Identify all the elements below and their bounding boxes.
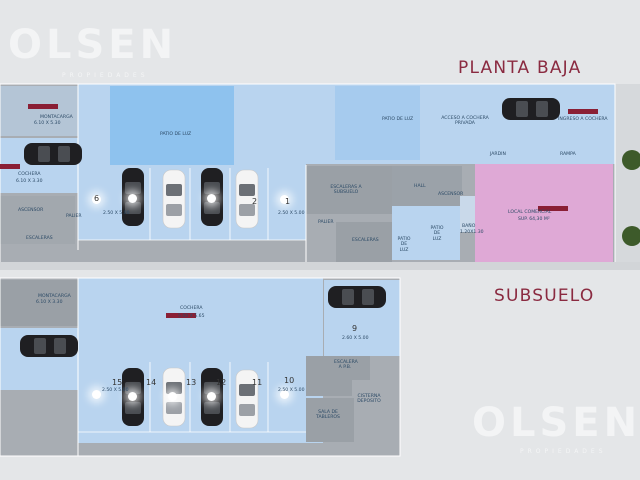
car-pb-right [502,98,560,120]
ss-spot-9: 9 [352,324,358,333]
pb-spot-6: 6 [94,194,100,203]
ss-spot-12: 12 [216,378,227,387]
ss-escalera: ESCALERA A P.B. [334,360,358,371]
pb-patio-luz-4: PATIO DE LUZ [430,226,444,242]
pb-patio-luz-3: PATIO DE LUZ [397,237,411,253]
tree-icon [622,150,640,170]
subsuelo-title: SUBSUELO [494,286,595,306]
planta-baja-title: PLANTA BAJA [458,58,582,78]
pb-palier-2: PALIER [318,220,334,225]
ss-cisterna: CISTERNA DEPOSITO [357,394,381,405]
ss-spot-15: 15 [112,378,123,387]
watermark-top-sub: PROPIEDADES [62,72,149,79]
light-spot [128,194,137,203]
light-spot [128,392,137,401]
pb-montacarga-dim: 6.10 X 5.30 [34,121,61,126]
pb-acceso: ACCESO A COCHERA PRIVADA [441,116,489,127]
ss-cochera-dim: 5.00 X 5.65 [178,314,205,319]
label-tag [568,109,598,114]
pb-patio-luz-1: PATIO DE LUZ [160,132,192,137]
light-spot [280,195,289,204]
ss-spot-15-dim: 2.50 X 5.00 [102,388,129,393]
pb-spot-2: 2 [252,197,258,206]
pb-palier-1: PALIER [66,214,82,219]
label-tag [0,164,20,169]
ss-spot-13: 13 [186,378,197,387]
pb-escaleras-1: ESCALERAS [26,236,53,241]
car-pb-left [24,143,82,165]
watermark-bottom: OLSEN [472,400,640,446]
pb-escaleras-sub: ESCALERAS A SUBSUELO [330,185,362,196]
car-pb-2 [162,169,186,229]
light-spot [92,390,101,399]
light-spot [207,194,216,203]
light-spot [207,392,216,401]
pb-hall: HALL [414,184,426,189]
ss-montacarga-dim: 6.10 X 3.30 [36,300,63,305]
ss-spot-10-dim: 2.50 X 5.00 [278,388,305,393]
pb-ingreso-cochera: INGRESO A COCHERA [558,117,608,122]
tree-icon [622,226,640,246]
watermark-bottom-sub: PROPIEDADES [520,448,607,455]
pb-bano: BAÑO [462,224,476,229]
pb-rampa: RAMPA [560,152,576,157]
ss-spot-10: 10 [284,376,295,385]
light-spot [168,392,177,401]
ss-sala: SALA DE TABLEROS [316,410,340,421]
ss-cochera: COCHERA [180,306,203,311]
label-tag [28,104,58,109]
car-ss-9 [328,286,386,308]
pb-ascensor-1: ASCENSOR [18,208,44,213]
car-ss-left [20,335,78,357]
pb-cochera-left-dim: 6.10 X 3.30 [16,179,43,184]
pb-spot-dim-a: 2.50 X 5.00 [103,211,130,216]
label-tag [538,206,568,211]
pb-spot-dim-b: 2.50 X 5.00 [278,211,305,216]
pb-escaleras-2: ESCALERAS [352,238,379,243]
watermark-top: OLSEN [8,22,178,68]
pb-bano-dim: 1.20x1.30 [460,230,484,235]
pb-jardin: JARDIN [490,152,506,157]
light-spot [92,195,101,204]
ss-spot-9-dim: 2.60 X 5.00 [342,336,369,341]
ss-spot-14: 14 [146,378,157,387]
pb-patio-luz-2: PATIO DE LUZ [382,117,414,122]
ss-spot-11: 11 [252,378,263,387]
pb-spot-1: 1 [285,197,291,206]
pb-cochera-left: COCHERA [18,172,41,177]
ss-montacarga: MONTACARGA [38,294,71,299]
label-tag [166,313,196,318]
light-spot [280,390,289,399]
pb-montacarga-label: MONTACARGA [40,115,73,120]
pb-local-sup: SUP. 64,30 m² [518,217,550,222]
pb-local: LOCAL COMERCIAL [508,210,552,215]
pb-ascensor-2: ASCENSOR [438,192,464,197]
